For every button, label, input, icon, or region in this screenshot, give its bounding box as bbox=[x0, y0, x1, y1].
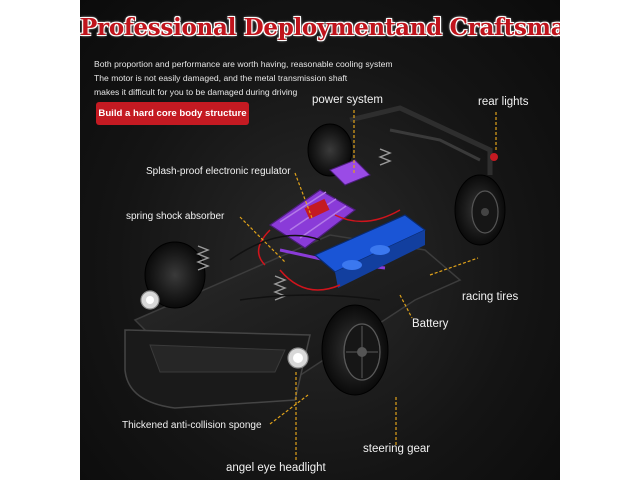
label-steering-gear: steering gear bbox=[363, 443, 431, 455]
label-racing-tires: racing tires bbox=[462, 291, 519, 303]
angel-eye-headlight-right bbox=[287, 347, 309, 369]
angel-eye-headlight-left bbox=[140, 290, 160, 310]
purple-motor-heatsink bbox=[268, 159, 386, 270]
callout-leaders bbox=[239, 110, 497, 460]
intro-text: Both proportion and performance are wort… bbox=[94, 57, 393, 99]
label-regulator: Splash-proof electronic regulator bbox=[146, 166, 291, 177]
intro-line: Both proportion and performance are wort… bbox=[94, 59, 393, 69]
label-shock-absorber: spring shock absorber bbox=[126, 211, 225, 222]
intro-line: makes it difficult for you to be damaged… bbox=[94, 87, 298, 97]
rear-left-tire bbox=[307, 123, 353, 177]
page-title: Professional Deploymentand Craftsmanship bbox=[80, 14, 560, 41]
battery-pack bbox=[313, 214, 427, 288]
body-structure-badge: Build a hard core body structure bbox=[96, 102, 249, 125]
rear-right-tire bbox=[454, 174, 506, 246]
label-battery: Battery bbox=[412, 318, 449, 330]
electronic-regulator bbox=[304, 198, 330, 220]
label-power-system: power system bbox=[312, 94, 383, 106]
product-image: Professional Deploymentand Craftsmanship… bbox=[80, 0, 560, 480]
label-rear-lights: rear lights bbox=[478, 96, 529, 108]
label-angel-eye-headlight: angel eye headlight bbox=[226, 462, 326, 474]
label-anti-collision-sponge: Thickened anti-collision sponge bbox=[122, 420, 262, 431]
intro-line: The motor is not easily damaged, and the… bbox=[94, 73, 348, 83]
front-left-tire bbox=[144, 241, 206, 309]
front-right-tire bbox=[321, 304, 389, 396]
rear-light-led bbox=[490, 153, 498, 161]
rc-car-chassis-illustration bbox=[124, 105, 506, 460]
